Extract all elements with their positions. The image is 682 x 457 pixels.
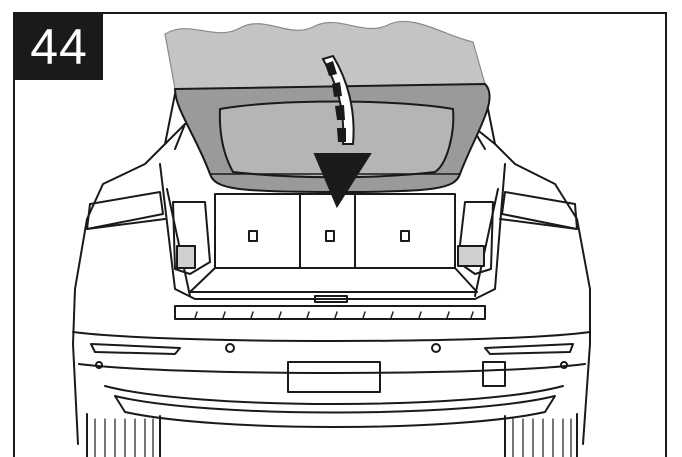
rear-bumper — [73, 332, 590, 341]
rear-sill — [175, 306, 485, 319]
cargo-floor — [190, 268, 477, 292]
rear-diffuser — [105, 386, 563, 404]
step-number-badge: 44 — [15, 14, 103, 80]
license-plate-recess — [288, 362, 380, 392]
right-rear-tire — [505, 414, 577, 457]
left-rear-tire — [87, 414, 160, 457]
left-reflector — [91, 344, 180, 354]
motion-cloud — [165, 21, 485, 89]
right-reflector — [485, 344, 573, 354]
instruction-frame: 44 — [13, 12, 667, 457]
vehicle-illustration — [15, 14, 667, 457]
